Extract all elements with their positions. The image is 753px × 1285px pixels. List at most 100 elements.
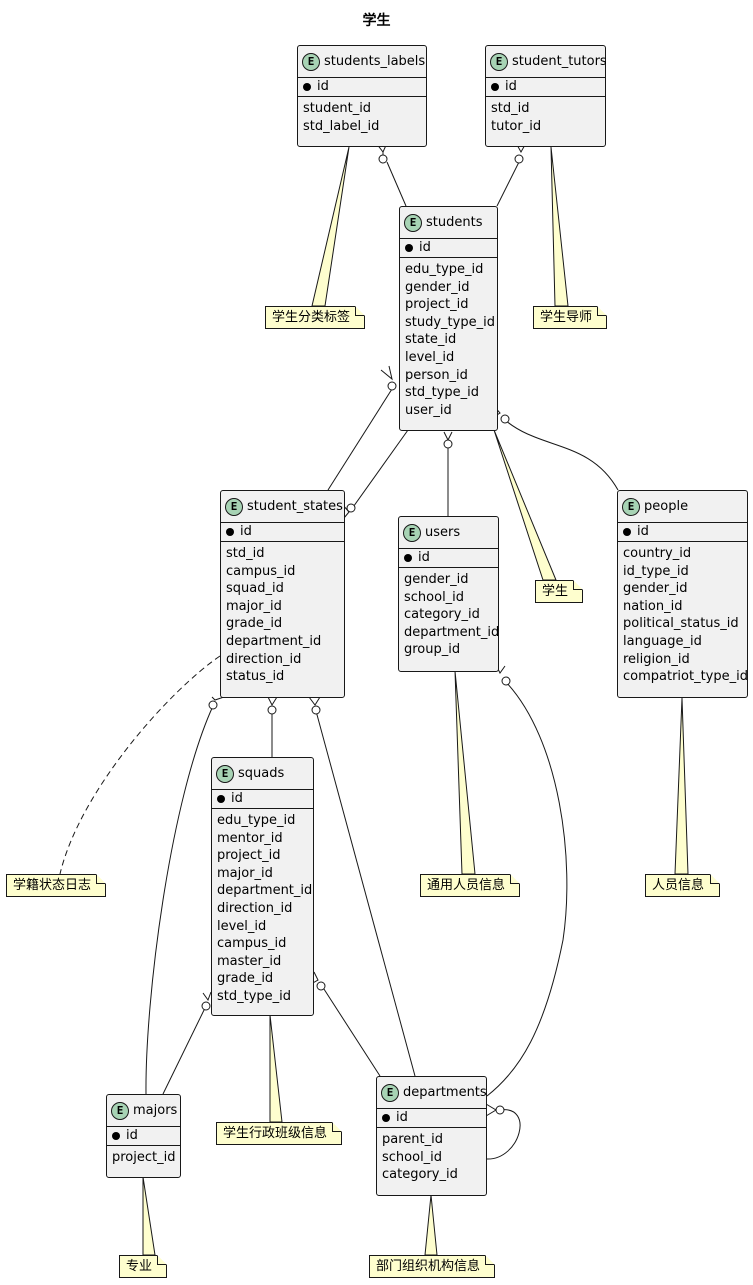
entity-name: students_labels (324, 54, 426, 69)
note-tail (493, 429, 557, 581)
entity-attribute: major_id (217, 865, 273, 881)
primary-key-icon (112, 1131, 120, 1140)
crowfoot (485, 1103, 497, 1117)
entity-attribute: compatriot_type_id (623, 669, 748, 685)
rel-students-people (504, 419, 619, 491)
crowfoot (267, 696, 278, 707)
entity-attribute: department_id (217, 883, 313, 899)
primary-key-icon (491, 82, 499, 91)
entity-name: majors (133, 1103, 178, 1118)
primary-key: id (418, 550, 430, 565)
entity-name: people (644, 499, 689, 514)
note-tail (674, 697, 689, 875)
optional-circle (443, 439, 453, 449)
entity-icon: E (381, 1083, 399, 1102)
primary-key-icon (382, 1113, 390, 1122)
optional-circle (514, 154, 524, 164)
crowfoot (211, 696, 225, 701)
entity-attribute: gender_id (405, 279, 470, 295)
note-tail-dashed (59, 655, 221, 875)
note-people: 人员信息 (645, 874, 720, 897)
note-students: 学生 (535, 580, 583, 603)
primary-key: id (126, 1128, 138, 1143)
entity-attribute: school_id (382, 1149, 443, 1165)
crowfoot (308, 696, 321, 706)
entity-attribute: nation_id (623, 598, 683, 614)
rel-students-state-b (350, 429, 409, 511)
entity-attribute: level_id (217, 918, 267, 934)
primary-key-icon (623, 527, 631, 536)
primary-key-icon (217, 794, 225, 803)
entity-attribute: major_id (226, 598, 282, 614)
entity-attribute: study_type_id (405, 314, 495, 330)
entity-attribute: direction_id (226, 651, 302, 667)
entity-attribute: std_label_id (303, 118, 380, 134)
primary-key: id (317, 79, 329, 94)
note-tail (269, 1014, 283, 1123)
crowfoot (380, 365, 393, 381)
primary-key-icon (404, 553, 412, 562)
entity-name: students (426, 215, 483, 230)
entity-attribute: department_id (404, 624, 500, 640)
entity-icon: E (302, 52, 320, 71)
primary-key-icon (226, 527, 234, 536)
entity-icon: E (490, 52, 508, 71)
entity-attribute: level_id (405, 349, 455, 365)
entity-attribute: language_id (623, 633, 702, 649)
rel-students-state-a (327, 388, 393, 491)
crowfoot (202, 991, 212, 1002)
entity-attribute: gender_id (404, 572, 469, 587)
entity-attribute: parent_id (382, 1132, 443, 1147)
entity-icon: E (404, 213, 422, 232)
optional-circle (208, 700, 218, 710)
entity-attribute: master_id (217, 953, 282, 969)
entity-attribute: category_id (404, 607, 480, 623)
note-tail (424, 1194, 438, 1256)
optional-circle (316, 981, 326, 991)
primary-key: id (240, 524, 252, 539)
note-squads: 学生行政班级信息 (216, 1122, 342, 1145)
note-tail (454, 670, 476, 875)
entity-icon: E (225, 497, 243, 516)
entity-attribute: category_id (382, 1167, 458, 1183)
entity-icon: E (622, 497, 640, 516)
entity-attributes: parent_id school_id category_id (377, 1128, 486, 1184)
optional-circle (311, 705, 321, 715)
note-majors: 专业 (119, 1255, 167, 1278)
primary-key: id (231, 791, 243, 806)
note-student-tutors: 学生导师 (533, 306, 607, 329)
optional-circle (201, 1001, 211, 1011)
rel-states-departments (315, 710, 416, 1077)
entity-attribute: campus_id (217, 936, 287, 952)
entity-name: squads (238, 766, 285, 781)
entity-attribute: grade_id (226, 616, 283, 632)
entity-icon: E (403, 523, 421, 542)
primary-key: id (396, 1110, 408, 1125)
entity-attribute: group_id (404, 642, 461, 658)
optional-circle (387, 381, 397, 391)
optional-circle (378, 154, 388, 164)
entity-attribute: status_id (226, 669, 285, 685)
note-users: 通用人员信息 (420, 874, 520, 897)
entity-attribute: mentor_id (217, 830, 283, 846)
note-student-states: 学籍状态日志 (6, 874, 106, 897)
rel-users-departments (486, 681, 568, 1097)
rel-students-labels (386, 161, 407, 207)
